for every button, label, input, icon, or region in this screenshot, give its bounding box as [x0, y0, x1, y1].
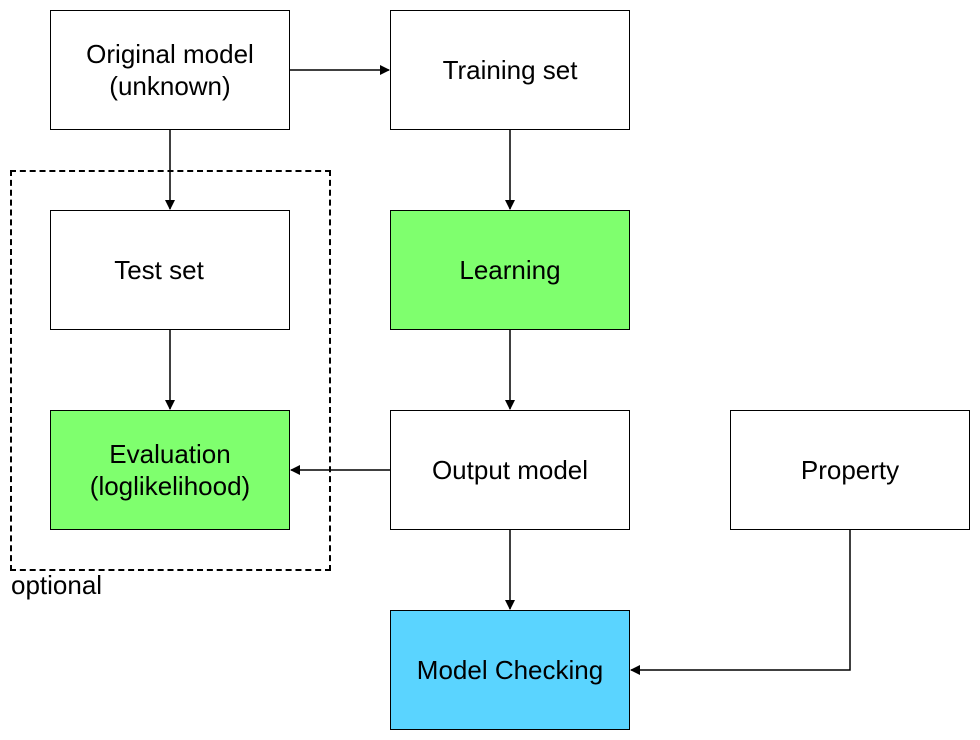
node-evaluation: Evaluation (loglikelihood): [50, 410, 290, 530]
node-original-model: Original model (unknown): [50, 10, 290, 130]
edge-property-to-checking: [630, 530, 851, 675]
node-learning: Learning: [390, 210, 630, 330]
node-training-set: Training set: [390, 10, 630, 130]
node-property: Property: [730, 410, 970, 530]
node-model-checking: Model Checking: [390, 610, 630, 730]
optional-group-label: optional: [11, 570, 103, 600]
node-output-model: Output model: [390, 410, 630, 530]
optional-group-frame: [10, 170, 331, 571]
node-test-set: Test set: [50, 210, 290, 330]
